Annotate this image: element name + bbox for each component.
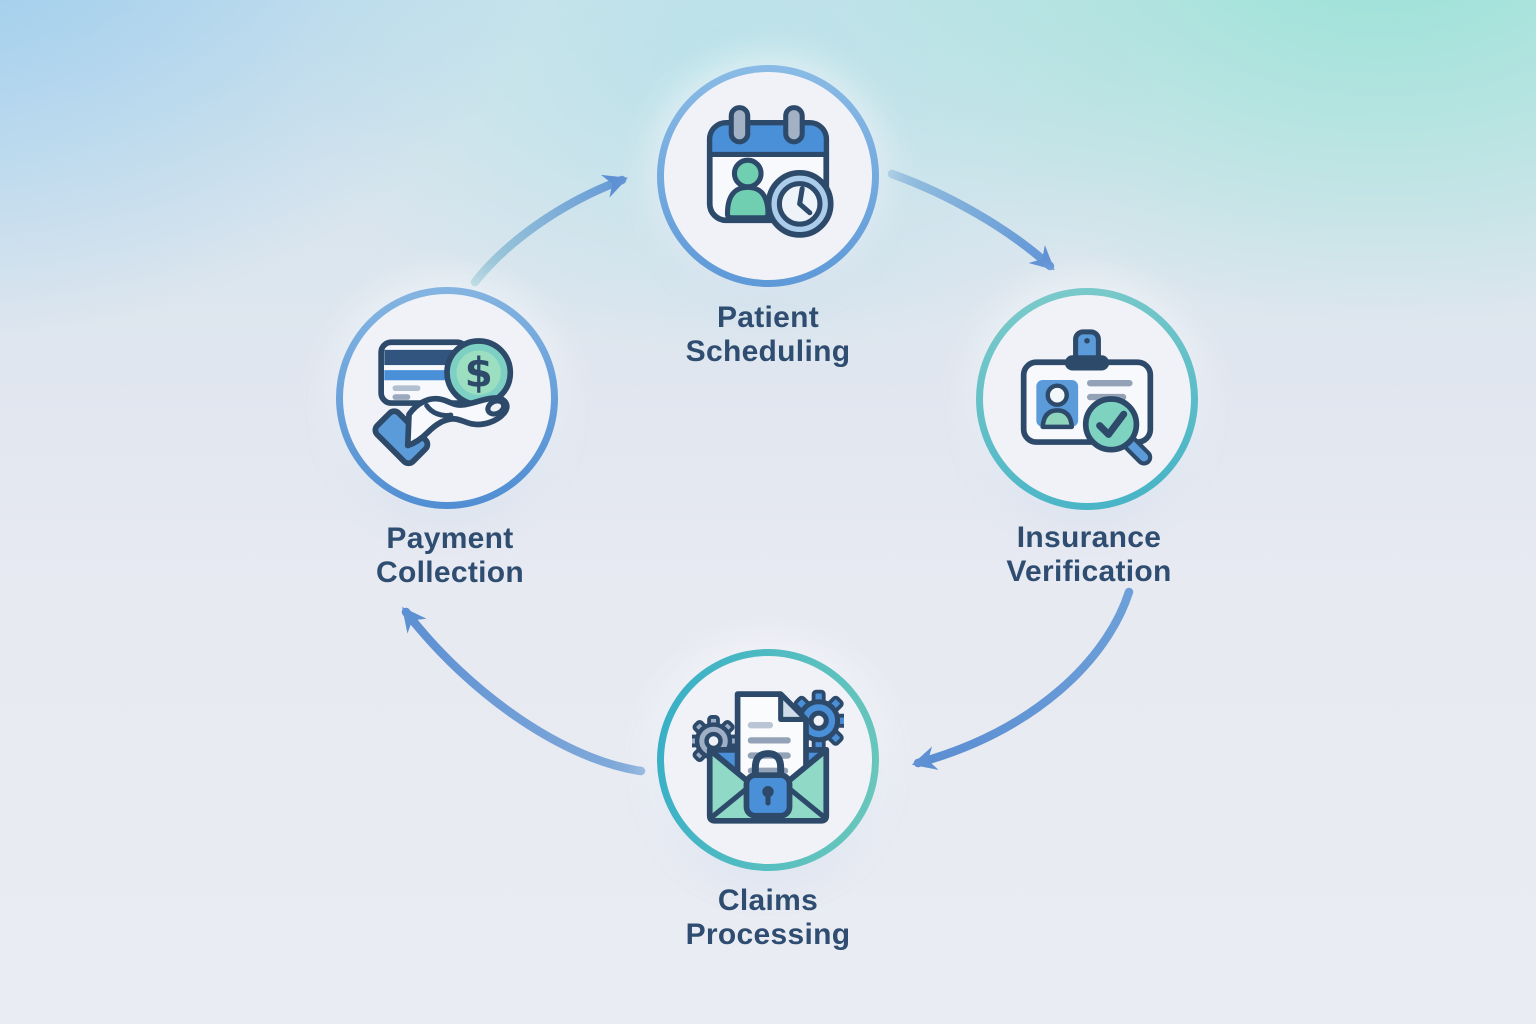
arrow-insurance-to-claims [911, 587, 1134, 770]
label-word: Collection [375, 556, 524, 589]
step-ring [976, 288, 1198, 510]
calendar-patient-clock-icon [706, 105, 834, 238]
id-card-magnifier-check-icon [1020, 329, 1154, 466]
label-word: Processing [685, 918, 851, 951]
step-disc: $ [343, 294, 551, 502]
envelope-document-lock-gears-icon [692, 689, 844, 824]
step-payment-collection: $ [336, 287, 558, 509]
svg-text:$: $ [465, 349, 493, 397]
step-insurance-verification [976, 288, 1198, 510]
label-patient-scheduling: Patient Scheduling [598, 301, 938, 369]
label-claims-processing: Claims Processing [598, 884, 938, 952]
step-claims-processing [657, 649, 879, 871]
step-ring [657, 65, 879, 287]
label-word: Verification [1006, 555, 1172, 588]
arrow-claims-to-payment [401, 606, 646, 776]
label-insurance-verification: Insurance Verification [919, 521, 1259, 589]
step-disc [983, 295, 1191, 503]
label-word: Payment [386, 522, 514, 555]
step-disc [664, 72, 872, 280]
step-ring [657, 649, 879, 871]
label-word: Claims [717, 884, 819, 917]
label-word: Scheduling [685, 335, 851, 368]
hand-card-dollar-coin-icon: $ [372, 338, 514, 467]
step-patient-scheduling [657, 65, 879, 287]
label-payment-collection: Payment Collection [280, 522, 620, 590]
label-word: Patient [716, 301, 820, 334]
step-disc [664, 656, 872, 864]
arrow-scheduling-to-insurance [887, 169, 1055, 271]
label-word: Insurance [1016, 521, 1162, 554]
step-ring: $ [336, 287, 558, 509]
arrow-payment-to-scheduling [470, 174, 628, 287]
